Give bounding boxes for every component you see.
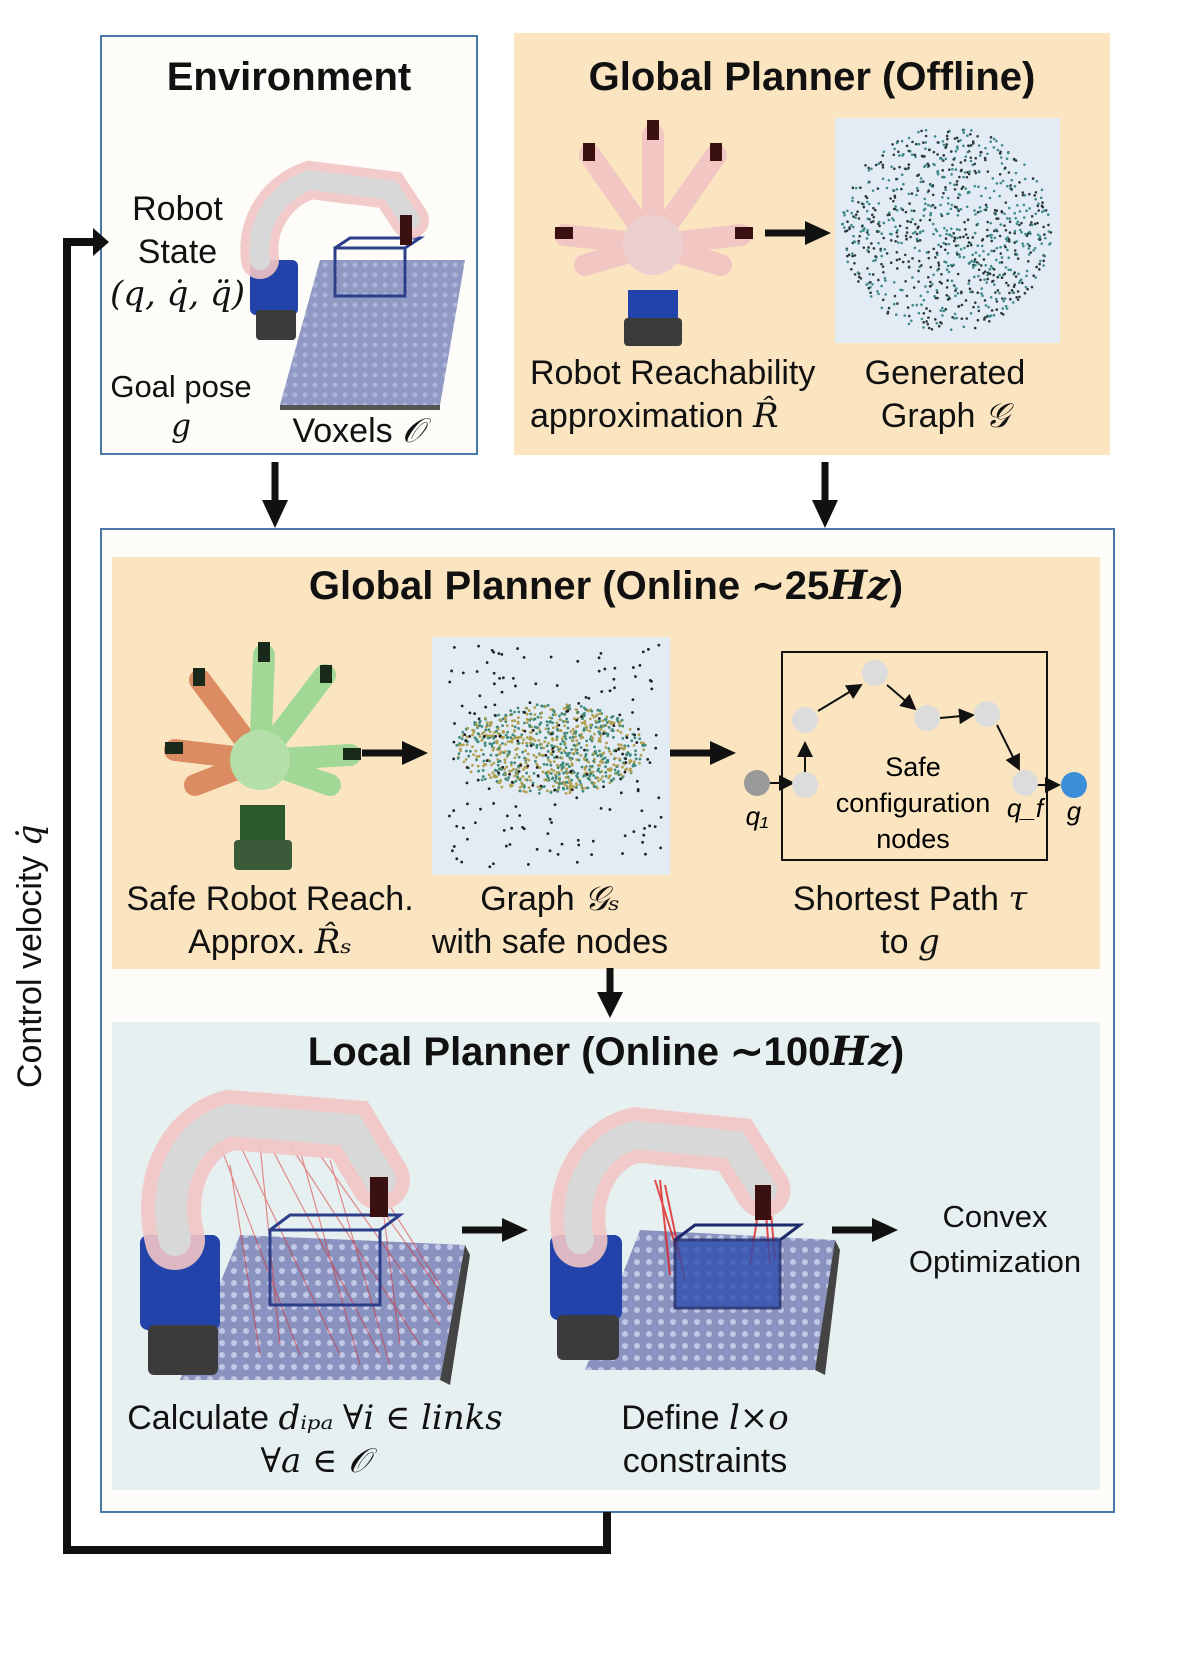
env-down-arrow bbox=[262, 462, 288, 528]
goal-pose-symbol: g bbox=[171, 407, 191, 444]
global-to-local-arrow bbox=[597, 968, 623, 1018]
reachability-symbol: R̂ bbox=[753, 395, 779, 436]
local-planner-title-text: Local Planner (Online ∼100 bbox=[307, 1030, 831, 1074]
generated-graph-line1: Generated bbox=[864, 354, 1026, 392]
distance-calc-illustration bbox=[140, 1089, 470, 1385]
reachability-label: Robot Reachability approximation R̂ bbox=[530, 352, 850, 437]
local-arrow-1 bbox=[462, 1218, 528, 1242]
goal-node bbox=[1061, 772, 1087, 798]
safe-reach-line1: Safe Robot Reach. bbox=[126, 880, 414, 918]
start-node bbox=[744, 770, 770, 796]
online-arrow-2 bbox=[670, 741, 736, 765]
environment-title: Environment bbox=[166, 55, 412, 99]
local-planner-title: Local Planner (Online ∼100Hz) bbox=[112, 1028, 1100, 1075]
convex-line2: Optimization bbox=[908, 1243, 1082, 1279]
define-line1: Define bbox=[621, 1399, 720, 1437]
calculate-distance-label: Calculate dᵢₚₐ ∀i ∈ links ∀a ∈ 𝒪 bbox=[115, 1397, 515, 1482]
safe-graph-symbol: 𝒢ₛ bbox=[584, 879, 620, 919]
local-planner-title-close: ) bbox=[890, 1030, 905, 1074]
robot-state-vars: (q, q̇, q̈) bbox=[110, 274, 246, 314]
shortest-path-diagram: q₁ q_f g Safe configuration nodes bbox=[744, 651, 1087, 861]
online-arrow-1 bbox=[362, 741, 428, 765]
define-line2: constraints bbox=[622, 1441, 788, 1480]
control-velocity-label: Control velocity q̇ bbox=[9, 776, 52, 1136]
voxels-symbol: 𝒪 bbox=[402, 411, 424, 451]
define-constraints-label: Define l×o constraints bbox=[590, 1397, 820, 1482]
local-arrow-2 bbox=[832, 1218, 898, 1242]
calc-forall: ∀i ∈ links bbox=[342, 1398, 503, 1438]
convex-line1: Convex bbox=[942, 1199, 1048, 1234]
calc-line2: ∀a ∈ 𝒪 bbox=[260, 1440, 370, 1481]
shortest-path-goal: g bbox=[918, 921, 940, 962]
offline-arrow bbox=[765, 221, 831, 245]
safe-reach-label: Safe Robot Reach. Approx. R̂ₛ bbox=[110, 878, 430, 963]
safe-reach-line2: Approx. bbox=[188, 922, 306, 961]
generated-graph-symbol: 𝒢 bbox=[984, 395, 1010, 436]
safe-graph-line1: Graph bbox=[480, 880, 575, 918]
feedback-loop-arrow bbox=[63, 228, 611, 1554]
goal-node-label: g bbox=[1067, 796, 1082, 826]
goal-pose-text: Goal pose bbox=[110, 369, 252, 404]
goal-pose-label: Goal pose g bbox=[100, 368, 262, 446]
end-node-label: q_f bbox=[1007, 793, 1046, 823]
reachability-line1: Robot Reachability bbox=[530, 354, 816, 392]
generated-graph-label: Generated Graph 𝒢 bbox=[855, 352, 1035, 437]
global-online-title-close: ) bbox=[889, 564, 904, 608]
local-planner-title-unit: Hz bbox=[830, 1028, 891, 1075]
control-velocity-text: Control velocity bbox=[10, 855, 49, 1089]
offline-down-arrow bbox=[812, 462, 838, 528]
start-node-label: q₁ bbox=[746, 801, 769, 831]
environment-robot-illustration bbox=[240, 160, 465, 410]
robot-state-line1: Robot bbox=[132, 190, 223, 228]
calc-symbol: dᵢₚₐ bbox=[278, 1398, 334, 1438]
reachability-robot-illustration bbox=[554, 120, 753, 346]
control-velocity-symbol: q̇ bbox=[9, 824, 50, 847]
voxels-label: Voxels 𝒪 bbox=[278, 410, 438, 453]
shortest-path-label: Shortest Path τ to g bbox=[760, 878, 1060, 963]
global-online-title: Global Planner (Online ∼25Hz) bbox=[112, 562, 1100, 609]
safe-reach-robot-illustration bbox=[164, 642, 361, 870]
robot-state-label: Robot State (q, q̇, q̈) bbox=[110, 188, 245, 316]
global-online-title-text: Global Planner (Online ∼25 bbox=[308, 564, 830, 608]
safe-graph-image bbox=[432, 637, 670, 875]
safe-reach-symbol: R̂ₛ bbox=[314, 921, 352, 962]
generated-graph-image bbox=[835, 118, 1060, 343]
safe-graph-line2: with safe nodes bbox=[431, 922, 669, 961]
global-online-title-unit: Hz bbox=[829, 562, 890, 609]
inner-label-3: nodes bbox=[876, 824, 950, 854]
shortest-path-line2: to bbox=[880, 922, 909, 961]
calc-line1: Calculate bbox=[127, 1399, 269, 1437]
robot-state-line2: State bbox=[137, 232, 218, 271]
inner-label-1: Safe bbox=[885, 752, 941, 782]
reachability-line2: approximation bbox=[530, 396, 744, 435]
shortest-path-line1: Shortest Path bbox=[792, 880, 999, 918]
inner-label-2: configuration bbox=[836, 788, 991, 818]
safe-graph-label: Graph 𝒢ₛ with safe nodes bbox=[410, 878, 690, 963]
convex-optimization-label: Convex Optimization bbox=[890, 1195, 1100, 1285]
voxels-text: Voxels bbox=[292, 412, 393, 450]
define-symbol: l×o bbox=[728, 1398, 789, 1438]
generated-graph-line2: Graph bbox=[880, 396, 976, 435]
shortest-path-symbol: τ bbox=[1008, 879, 1028, 919]
constraints-illustration bbox=[550, 1107, 840, 1375]
global-offline-title: Global Planner (Offline) bbox=[588, 55, 1036, 99]
